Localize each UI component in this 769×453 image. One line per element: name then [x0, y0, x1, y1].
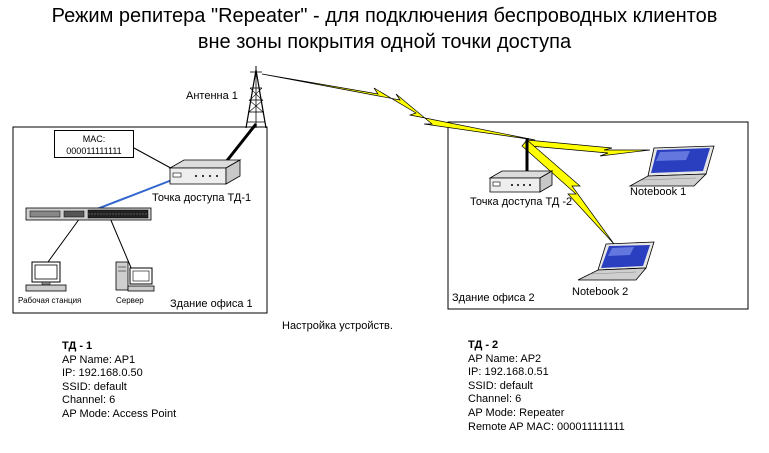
- settings-caption: Настройка устройств.: [282, 320, 393, 332]
- wireless-link-notebook2: [521, 139, 615, 245]
- cable-workstation: [47, 217, 81, 263]
- building-1-label: Здание офиса 1: [170, 298, 253, 310]
- wireless-link-main: [261, 73, 536, 141]
- ap2-label: Точка доступа ТД -2: [470, 196, 573, 208]
- mac-callout: MAC: 000011111111: [54, 130, 134, 158]
- cable-server: [109, 217, 133, 271]
- td2-config-line: IP: 192.168.0.51: [468, 366, 549, 379]
- switch-icon: [25, 207, 152, 221]
- td2-config-header: ТД - 2: [468, 339, 499, 351]
- workstation-icon: [25, 261, 67, 292]
- td2-config: ТД - 2 AP Name: AP2 IP: 192.168.0.51 SSI…: [468, 339, 625, 434]
- ap1-label: Точка доступа ТД-1: [152, 192, 252, 204]
- td2-config-line: AP Name: AP2: [468, 352, 542, 365]
- td1-config-header: ТД - 1: [62, 340, 93, 352]
- building-2-label: Здание офиса 2: [452, 292, 535, 304]
- diagram-title-line-2: вне зоны покрытия одной точки доступа: [197, 31, 572, 53]
- td1-config-line: AP Name: AP1: [62, 353, 136, 366]
- wireless-link-notebook1: [526, 139, 651, 157]
- td1-config: ТД - 1 AP Name: AP1 IP: 192.168.0.50 SSI…: [62, 340, 176, 422]
- td2-config-line: AP Mode: Repeater: [468, 406, 565, 419]
- ap2-device-icon: [488, 170, 554, 193]
- diagram-title-line-1: Режим репитера "Repeater" - для подключе…: [51, 5, 718, 27]
- building-2-frame: [447, 121, 749, 310]
- notebook-2-icon: [577, 241, 655, 281]
- server-icon: [115, 261, 155, 292]
- workstation-label: Рабочая станция: [18, 296, 82, 305]
- building-1-frame: [12, 126, 268, 314]
- td1-config-line: Channel: 6: [62, 394, 116, 407]
- ap1-device-icon: [168, 159, 242, 185]
- td1-config-line: IP: 192.168.0.50: [62, 367, 143, 380]
- server-label: Сервер: [116, 296, 144, 305]
- notebook-1-icon: [628, 145, 715, 187]
- td1-config-line: SSID: default: [62, 380, 127, 393]
- td2-config-line: SSID: default: [468, 379, 533, 392]
- antenna-label: Антенна 1: [186, 90, 238, 102]
- antenna-tower-icon: [245, 66, 267, 129]
- notebook-1-label: Notebook 1: [630, 186, 687, 198]
- notebook-2-label: Notebook 2: [572, 286, 629, 298]
- mac-callout-value: 000011111111: [66, 146, 122, 156]
- td1-config-line: AP Mode: Access Point: [62, 407, 177, 420]
- td2-config-line: Remote AP MAC: 000011111111: [468, 420, 625, 433]
- mac-callout-title: MAC:: [82, 134, 106, 144]
- td2-config-line: Channel: 6: [468, 393, 522, 406]
